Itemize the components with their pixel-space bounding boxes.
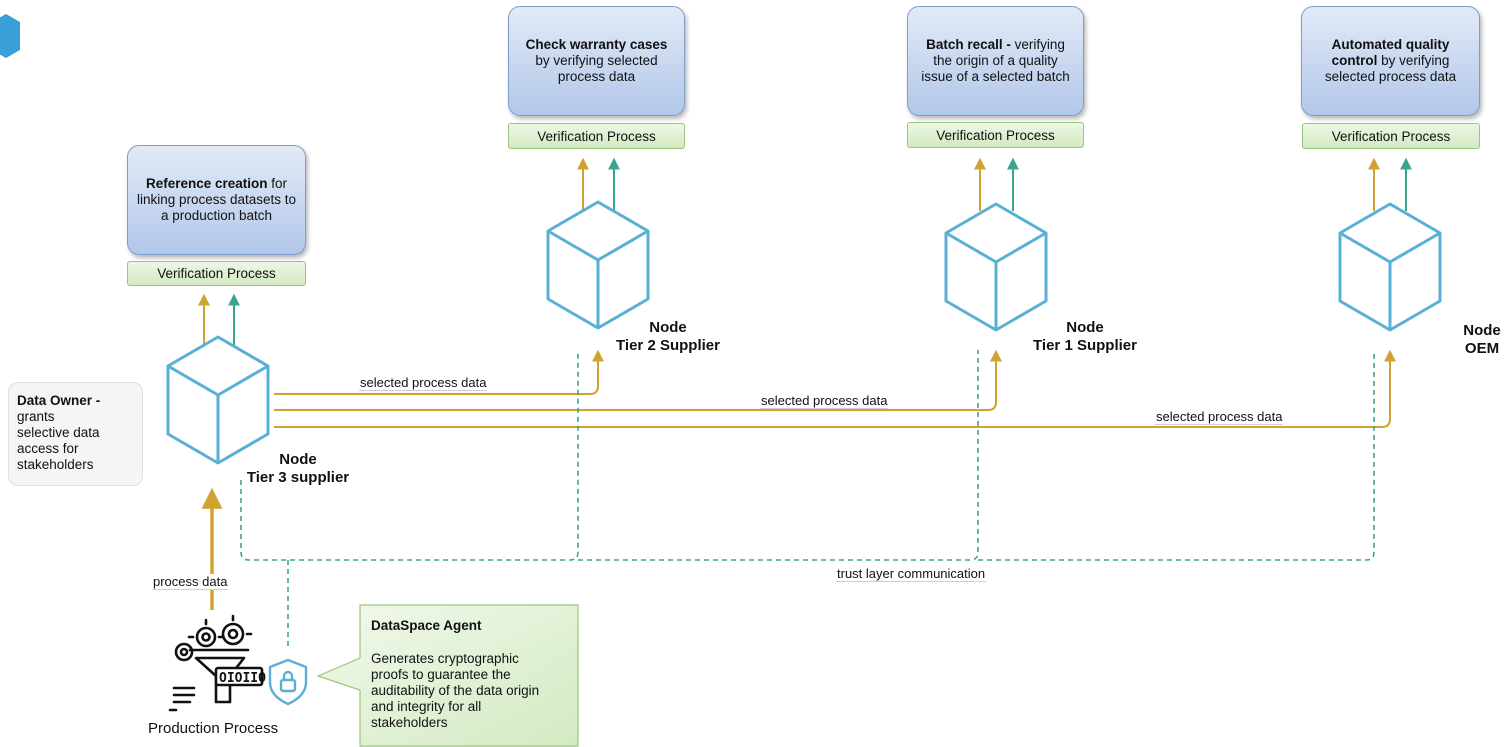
usecase-check-warranty: Check warranty cases by verifying select… xyxy=(508,6,685,116)
cube-icon-tier3 xyxy=(166,335,270,465)
verification-process-oem: Verification Process xyxy=(1302,123,1480,149)
usecase-text: by verifying selected process data xyxy=(1324,53,1457,84)
data-owner-text: grants selective data access for stakeho… xyxy=(17,409,100,472)
cube-icon-tier2 xyxy=(546,200,650,330)
verification-process-tier2: Verification Process xyxy=(508,123,685,149)
flow-tier3-to-oem xyxy=(274,349,1396,428)
usecase-text: verifying the origin of a quality issue … xyxy=(921,37,1070,84)
production-machine-icon xyxy=(168,614,264,712)
edge-label-trust-layer: trust layer communication xyxy=(836,566,987,582)
node-label-oem: Node OEM xyxy=(1456,322,1508,358)
usecase-title: Automated quality control xyxy=(1331,37,1450,68)
node-label-line1: Node xyxy=(1066,319,1104,336)
usecase-batch-recall: Batch recall - verifying the origin of a… xyxy=(907,6,1084,116)
usecase-title: Check warranty cases xyxy=(525,37,668,52)
node-label-tier3: Node Tier 3 supplier xyxy=(230,451,366,487)
corner-hexagon-decoration xyxy=(0,14,20,58)
verification-process-tier3: Verification Process xyxy=(127,261,306,286)
usecase-text: for linking process datasets to a produc… xyxy=(136,176,297,223)
edge-label-selected-oem: selected process data xyxy=(1155,409,1284,425)
node-label-line2: Tier 3 supplier xyxy=(246,469,350,486)
verification-process-tier1: Verification Process xyxy=(907,122,1084,148)
binary-digits: OIOIIO xyxy=(219,671,266,686)
flow-tier3-to-tier2 xyxy=(274,349,604,395)
cube-icon-oem xyxy=(1338,202,1442,332)
node-label-line1: Node xyxy=(1463,322,1501,339)
node-label-line2: Tier 2 Supplier xyxy=(616,337,720,354)
agent-callout-shape xyxy=(316,604,579,747)
edge-label-process-data: process data xyxy=(152,574,229,590)
node-label-line1: Node xyxy=(649,319,687,336)
flow-tier3-to-tier1 xyxy=(274,349,1002,411)
shield-lock-icon xyxy=(268,658,308,706)
node-label-line2: OEM xyxy=(1464,340,1500,357)
node-label-line1: Node xyxy=(279,451,317,468)
cube-icon-tier1 xyxy=(944,202,1048,332)
dataspace-agent-text: Generates cryptographic proofs to guaran… xyxy=(371,651,540,730)
edge-label-selected-tier2: selected process data xyxy=(359,375,488,391)
production-process-label: Production Process xyxy=(148,720,279,737)
edge-label-selected-tier1: selected process data xyxy=(760,393,889,409)
dataspace-agent-title: DataSpace Agent xyxy=(371,618,482,633)
node-label-line2: Tier 1 Supplier xyxy=(1033,337,1137,354)
trust-layer-bus xyxy=(240,350,1375,561)
usecase-title: Reference creation xyxy=(145,176,268,191)
data-owner-note: Data Owner - grants selective data acces… xyxy=(8,382,143,486)
usecase-title: Batch recall - xyxy=(926,37,1011,52)
usecase-text: by verifying selected process data xyxy=(535,53,658,84)
data-owner-title: Data Owner - xyxy=(17,393,101,408)
node-label-tier2: Node Tier 2 Supplier xyxy=(598,319,738,355)
usecase-reference-creation: Reference creation for linking process d… xyxy=(127,145,306,255)
usecase-automated-quality: Automated quality control by verifying s… xyxy=(1301,6,1480,116)
node-label-tier1: Node Tier 1 Supplier xyxy=(1015,319,1155,355)
